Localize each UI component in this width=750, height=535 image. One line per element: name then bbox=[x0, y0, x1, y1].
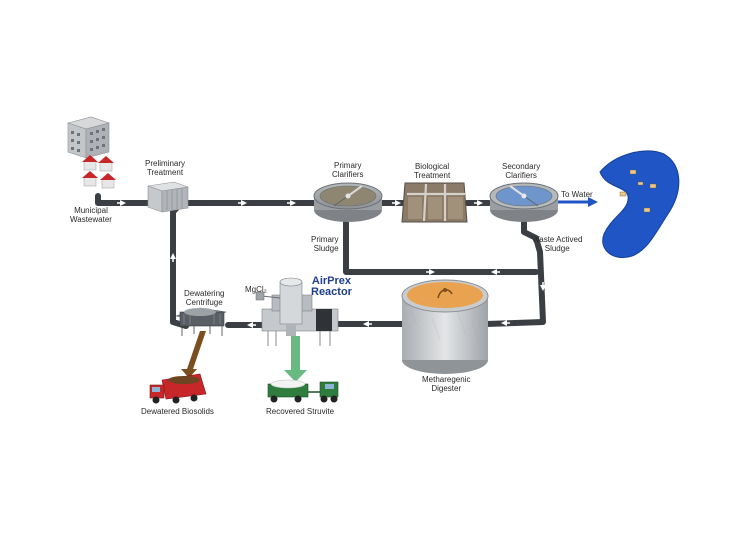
dewatering-centrifuge bbox=[175, 307, 227, 336]
label-mgcl2: MgCl₂ bbox=[245, 285, 267, 294]
to-water-arrow bbox=[558, 197, 598, 207]
struvite-flow-arrow bbox=[284, 336, 307, 382]
label-to-water: To Water bbox=[561, 190, 593, 199]
label-recovered-struvite: Recovered Struvite bbox=[266, 407, 335, 416]
receiving-water-body bbox=[599, 150, 680, 258]
biosolids-truck-icon bbox=[149, 373, 207, 404]
pipe-return-loop bbox=[170, 200, 204, 329]
pipe-primary-sludge bbox=[343, 219, 539, 275]
biosolids-flow-arrow bbox=[181, 331, 206, 378]
houses-icon bbox=[82, 155, 116, 189]
airprex-reactor bbox=[255, 277, 339, 346]
pipe-was bbox=[483, 219, 546, 327]
label-dewatered-biosolids: Dewatered Biosolids bbox=[141, 407, 214, 416]
primary-clarifier bbox=[313, 182, 383, 222]
secondary-clarifier bbox=[489, 182, 559, 222]
biological-treatment-basin bbox=[401, 182, 468, 223]
methanogenic-digester bbox=[401, 279, 489, 374]
struvite-truck-icon bbox=[267, 379, 339, 403]
city-buildings-icon bbox=[66, 116, 111, 159]
pipe-inlet bbox=[95, 193, 151, 206]
preliminary-treatment-building bbox=[147, 181, 189, 213]
pipe-flow-arrows bbox=[117, 200, 546, 328]
